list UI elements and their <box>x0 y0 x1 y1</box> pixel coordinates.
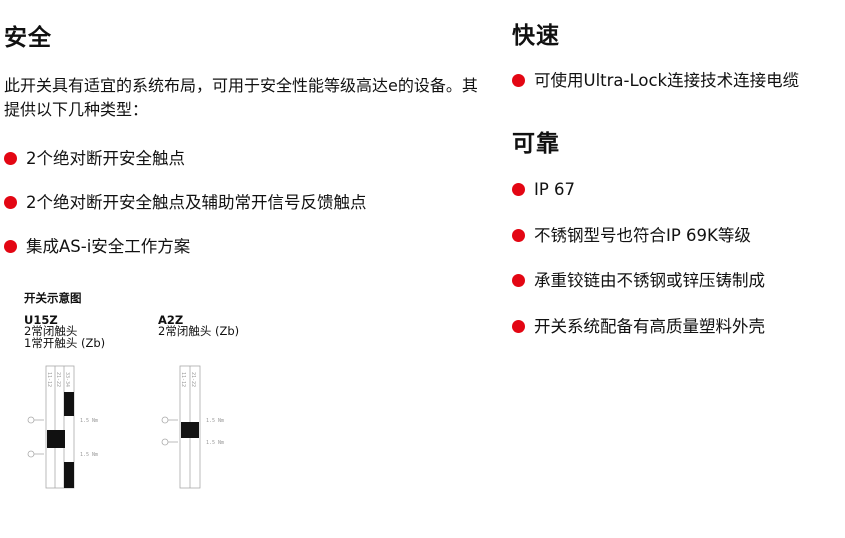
list-item: 集成AS-i安全工作方案 <box>4 236 367 258</box>
reliable-bullet-list: IP 67 不锈钢型号也符合IP 69K等级 承重铰链由不锈钢或锌压铸制成 开关… <box>512 179 765 361</box>
switch-desc-a2z: 2常闭触头 (Zb) <box>158 325 239 337</box>
switch-code-u15z: U15Z <box>24 313 58 327</box>
schematic-title: 开关示意图 <box>24 291 82 305</box>
u15z-col-label: 33-34 <box>64 372 70 387</box>
bullet-dot-icon <box>512 183 525 196</box>
u15z-frame <box>45 365 75 489</box>
safety-heading: 安全 <box>4 25 52 51</box>
a2z-contact-block <box>181 422 199 438</box>
a2z-torque-label: 1.5 Nm <box>206 418 224 424</box>
switch-desc-line: 1常开触头 (Zb) <box>24 336 106 350</box>
switch-desc-line: 2常闭触头 <box>24 324 78 338</box>
switch-schematic: 开关示意图 U15Z 2常闭触头 1常开触头 (Zb) A2Z 2常闭触头 (Z… <box>24 290 284 500</box>
u15z-torque-label: 1.5 Nm <box>80 452 98 458</box>
bullet-text: 开关系统配备有高质量塑料外壳 <box>534 316 765 336</box>
bullet-text: 2个绝对断开安全触点及辅助常开信号反馈触点 <box>26 193 367 212</box>
safety-intro: 此开关具有适宜的系统布局，可用于安全性能等级高达e的设备。其提供以下几种类型： <box>4 76 478 119</box>
fast-heading: 快速 <box>512 23 560 49</box>
bullet-dot-icon <box>512 228 525 242</box>
switch-desc-u15z: 2常闭触头 1常开触头 (Zb) <box>24 325 105 349</box>
bullet-dot-icon <box>512 319 525 333</box>
u15z-pin-marker <box>27 450 35 458</box>
a2z-pin-marker <box>161 416 169 424</box>
a2z-torque-label: 1.5 Nm <box>206 440 224 446</box>
bullet-text: IP 67 <box>534 180 576 199</box>
list-item: 承重铰链由不锈钢或锌压铸制成 <box>512 270 765 292</box>
u15z-contact-block <box>64 462 74 488</box>
bullet-text: 集成AS-i安全工作方案 <box>26 237 191 256</box>
u15z-col-label: 11-12 <box>46 372 52 387</box>
switch-code-a2z: A2Z <box>158 313 184 327</box>
diagram-u15z-contacts <box>47 392 74 488</box>
reliable-heading: 可靠 <box>512 131 560 157</box>
bullet-dot-icon <box>4 152 17 165</box>
u15z-pin-marker <box>27 416 35 424</box>
u15z-torque-label: 1.5 Nm <box>80 418 98 424</box>
list-item: 可使用Ultra-Lock连接技术连接电缆 <box>512 70 799 92</box>
safety-bullet-list: 2个绝对断开安全触点 2个绝对断开安全触点及辅助常开信号反馈触点 集成AS-i安… <box>4 148 367 280</box>
switch-desc-line: 2常闭触头 (Zb) <box>158 324 240 338</box>
list-item: IP 67 <box>512 179 765 201</box>
list-item: 不锈钢型号也符合IP 69K等级 <box>512 225 765 247</box>
contact-diagram: 11-12 21-22 33-34 1.5 Nm 1.5 Nm 11-12 21… <box>27 365 224 489</box>
bullet-dot-icon <box>4 196 17 209</box>
list-item: 2个绝对断开安全触点及辅助常开信号反馈触点 <box>4 192 367 214</box>
list-item: 开关系统配备有高质量塑料外壳 <box>512 316 765 338</box>
a2z-col-label: 21-22 <box>190 372 196 387</box>
u15z-col-label: 21-22 <box>55 372 61 387</box>
u15z-contact-block <box>64 392 74 416</box>
list-item: 2个绝对断开安全触点 <box>4 148 367 170</box>
bullet-text: 承重铰链由不锈钢或锌压铸制成 <box>534 271 765 290</box>
bullet-text: 可使用Ultra-Lock连接技术连接电缆 <box>534 71 800 90</box>
u15z-contact-block <box>47 430 65 448</box>
fast-bullet-list: 可使用Ultra-Lock连接技术连接电缆 <box>512 70 799 92</box>
a2z-pin-marker <box>161 438 169 446</box>
bullet-dot-icon <box>512 74 525 87</box>
bullet-text: 2个绝对断开安全触点 <box>26 149 185 168</box>
bullet-text: 不锈钢型号也符合IP 69K等级 <box>534 225 751 245</box>
bullet-dot-icon <box>4 240 17 253</box>
bullet-dot-icon <box>512 274 525 287</box>
a2z-col-label: 11-12 <box>180 372 186 387</box>
